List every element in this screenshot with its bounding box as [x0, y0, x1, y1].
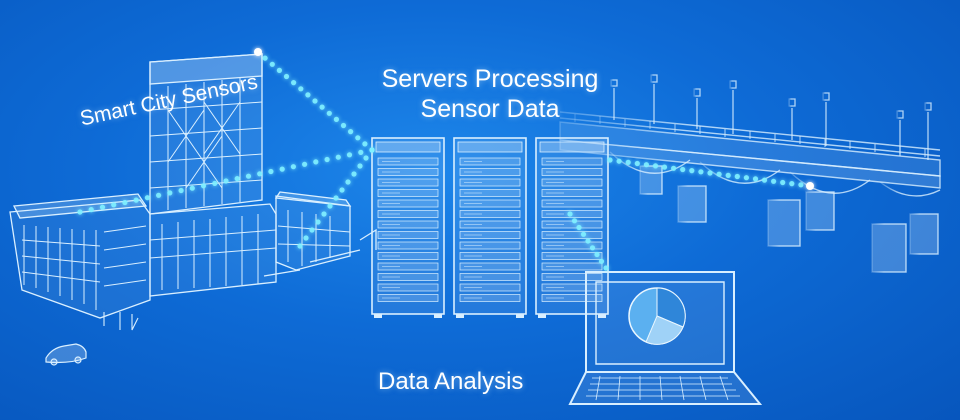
- servers-label-line1: Servers Processing: [381, 65, 599, 93]
- server-racks: [371, 137, 609, 318]
- data-analysis-label: Data Analysis: [378, 368, 524, 395]
- servers-processing-label: Servers Processing Sensor Data: [340, 64, 640, 124]
- server-rack-icon: [453, 137, 527, 318]
- server-rack-icon: [535, 137, 609, 318]
- servers-label-line2: Sensor Data: [420, 95, 560, 123]
- server-rack-icon: [371, 137, 445, 318]
- pie-chart-icon: [628, 287, 686, 345]
- city-buildings: [9, 53, 377, 319]
- car-icon: [45, 343, 87, 366]
- street-poles: [103, 312, 139, 331]
- data-beams: [77, 48, 814, 271]
- bridge-icon: [559, 74, 941, 273]
